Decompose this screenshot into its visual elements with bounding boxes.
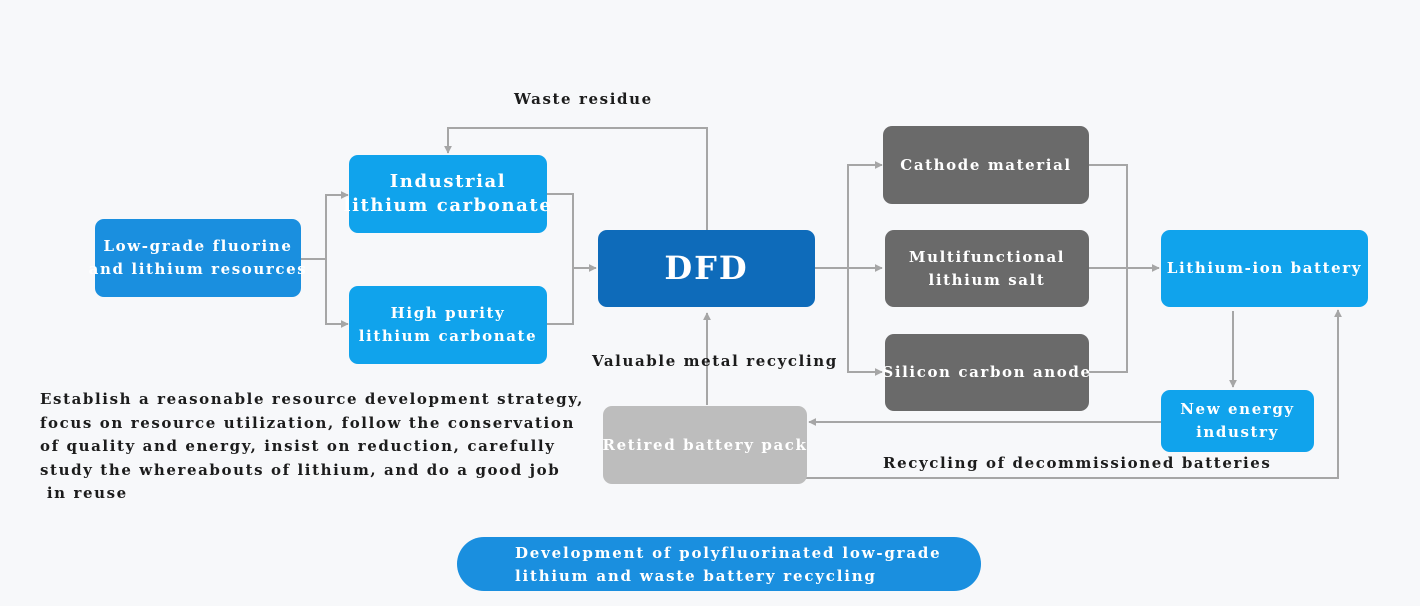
node-cathode-material: Cathode material <box>883 126 1089 204</box>
footer-title-line-1: Development of polyfluorinated low-grade <box>515 544 942 562</box>
node-retired-battery-pack: Retired battery pack <box>603 406 807 484</box>
node-high-purity-lithium-carbonate: High purity lithium carbonate <box>349 286 547 364</box>
node-high-purity-line-2: lithium carbonate <box>358 327 538 345</box>
node-industrial-lithium-carbonate: Industrial lithium carbonate <box>344 155 551 233</box>
node-new-energy-line-1: New energy <box>1180 400 1295 418</box>
footer-title-pill: Development of polyfluorinated low-grade… <box>457 537 981 591</box>
arrow-to-silicon <box>847 268 883 376</box>
node-high-purity-line-1: High purity <box>390 304 506 322</box>
node-low-grade-resources: Low-grade fluorine and lithium resources <box>89 219 306 297</box>
node-silicon-carbon-anode: Silicon carbon anode <box>882 334 1090 411</box>
arrow-to-industrial <box>325 191 349 259</box>
node-lithium-ion-battery: Lithium-ion battery <box>1161 230 1368 307</box>
label-valuable-metal-recycling: Valuable metal recycling <box>592 352 838 370</box>
label-decommissioned-recycling: Recycling of decommissioned batteries <box>883 454 1272 472</box>
description-line: of quality and energy, insist on reducti… <box>40 437 556 455</box>
node-new-energy-line-2: industry <box>1196 423 1279 441</box>
connector-industrial-out <box>547 193 574 325</box>
arrow-decommissioned <box>806 309 1342 479</box>
description-line: Establish a reasonable resource developm… <box>40 390 584 408</box>
node-industrial-line-1: Industrial <box>389 171 507 192</box>
node-low-grade-line-1: Low-grade fluorine <box>103 237 293 255</box>
footer-title-line-2: lithium and waste battery recycling <box>515 567 877 585</box>
description-line: focus on resource utilization, follow th… <box>40 413 575 432</box>
description-line: study the whereabouts of lithium, and do… <box>40 460 561 479</box>
node-multifunctional-line-1: Multifunctional <box>908 247 1066 266</box>
node-multifunctional-lithium-salt: Multifunctional lithium salt <box>885 230 1089 307</box>
label-waste-residue: Waste residue <box>514 90 653 108</box>
node-dfd: DFD <box>598 230 815 307</box>
arrow-to-cathode <box>847 161 883 268</box>
arrow-waste-residue <box>444 127 708 230</box>
node-new-energy-industry: New energy industry <box>1161 390 1314 452</box>
node-multifunctional-line-2: lithium salt <box>928 270 1046 289</box>
strategy-description: Establish a reasonable resource developm… <box>40 388 584 506</box>
node-low-grade-line-2: and lithium resources <box>88 260 308 278</box>
arrow-to-high-purity <box>325 259 349 328</box>
description-line: in reuse <box>40 484 128 502</box>
node-industrial-line-2: lithium carbonate <box>343 195 553 216</box>
